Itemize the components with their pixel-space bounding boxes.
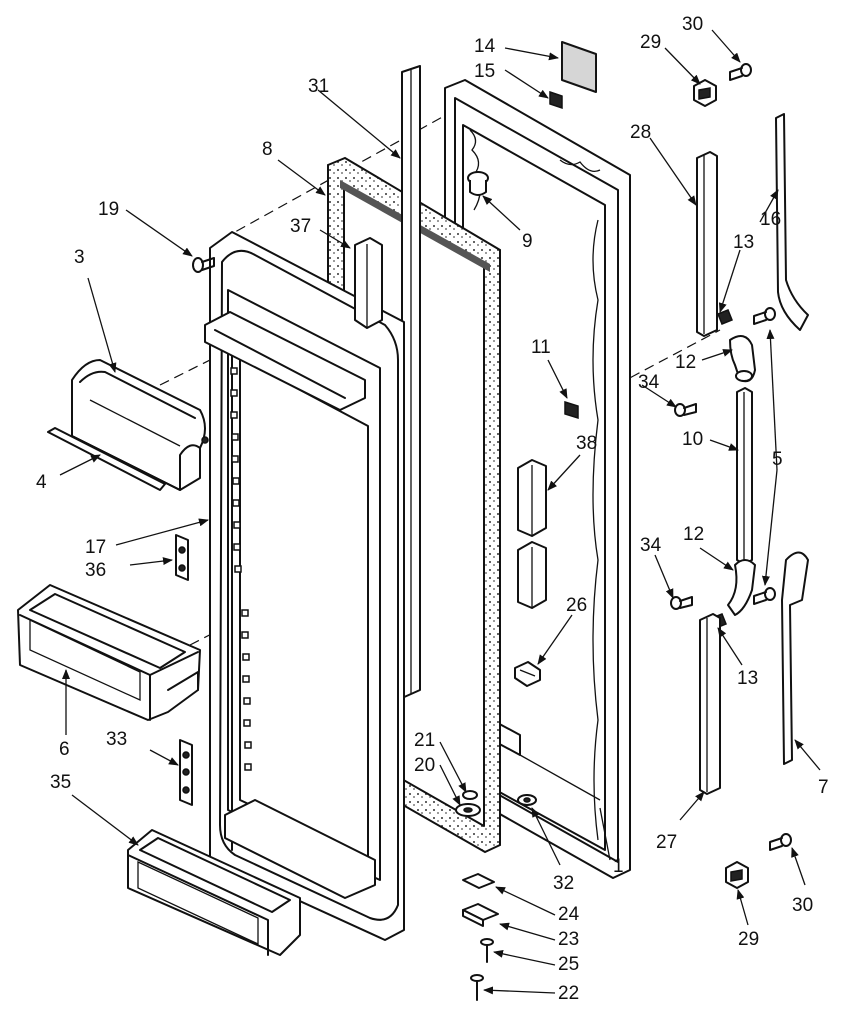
part-25-screw (480, 938, 494, 963)
part-29-bottom-hinge (725, 861, 749, 889)
part-19-screw (192, 257, 215, 273)
liner-bin-holes (230, 367, 252, 771)
callout-35: 35 (50, 772, 71, 793)
part-22-screw (470, 974, 484, 1001)
callout-36: 36 (85, 560, 106, 581)
callout-6: 6 (59, 739, 70, 760)
callout-22: 22 (558, 983, 579, 1004)
part-5-screw-upper (753, 307, 776, 325)
callout-13-lower: 13 (737, 668, 758, 689)
part-4-trim-strip (47, 427, 166, 491)
part-30-top-screw (729, 63, 752, 81)
callout-23: 23 (558, 929, 579, 950)
door-spacer-block (354, 237, 383, 329)
callout-27: 27 (656, 832, 677, 853)
callout-16: 16 (760, 209, 781, 230)
callout-37: 37 (290, 216, 311, 237)
callout-1: 1 (613, 856, 624, 877)
callout-29-top: 29 (640, 32, 661, 53)
callout-20: 20 (414, 755, 435, 776)
part-9-plug (467, 171, 489, 196)
callout-32: 32 (553, 873, 574, 894)
callout-26: 26 (566, 595, 587, 616)
callout-30-top: 30 (682, 14, 703, 35)
callout-25: 25 (558, 954, 579, 975)
callout-leaders (59, 29, 821, 995)
callout-28: 28 (630, 122, 651, 143)
part-13-top-clip (717, 309, 733, 325)
part-34-screw-lower (670, 596, 693, 610)
part-34-screw-upper (674, 403, 697, 417)
callout-8: 8 (262, 139, 273, 160)
part-29-top-hinge (693, 79, 717, 107)
callout-13-upper: 13 (733, 232, 754, 253)
callout-12-lower: 12 (683, 524, 704, 545)
callout-24: 24 (558, 904, 580, 925)
part-24-shim (462, 873, 495, 889)
part-35-small-door-bin (127, 829, 301, 956)
callout-12-upper: 12 (675, 352, 696, 373)
callout-11: 11 (531, 337, 551, 358)
callout-9: 9 (522, 231, 533, 252)
part-32-cap (517, 794, 537, 806)
part-6-door-bin (17, 584, 201, 721)
part-16-handle-trim (775, 113, 809, 331)
callout-5: 5 (772, 449, 783, 470)
part-11-clip (564, 400, 579, 420)
part-21-bushing (462, 790, 478, 800)
callout-15: 15 (474, 61, 495, 82)
callout-17: 17 (85, 537, 106, 558)
part-3-dairy-compartment-door (71, 359, 209, 491)
part-7-lower-handle-trim (781, 551, 809, 765)
inner-door-liner (204, 231, 405, 941)
callout-34-lower: 34 (640, 535, 662, 556)
callout-38: 38 (576, 433, 597, 454)
callout-29-bottom: 29 (738, 929, 759, 950)
callout-3: 3 (74, 247, 85, 268)
part-10-door-handle (736, 387, 753, 565)
part-14-label-plate (561, 41, 597, 93)
part-12-top-handle-cap (729, 335, 756, 383)
part-15-small-label (549, 90, 563, 110)
part-30-bottom-screw (769, 833, 792, 851)
callout-14: 14 (474, 36, 496, 57)
callout-31: 31 (308, 76, 329, 97)
callout-33: 33 (106, 729, 127, 750)
part-12-bottom-handle-cap (727, 559, 756, 616)
part-38-insulation-blocks (517, 459, 547, 609)
part-20-hinge-bushing (455, 803, 481, 817)
callout-19: 19 (98, 199, 119, 220)
callout-21: 21 (414, 730, 435, 751)
callout-labels: 1 3 4 5 6 7 8 9 10 11 12 12 13 13 14 15 … (36, 14, 829, 1004)
callout-7: 7 (818, 777, 829, 798)
part-36-bracket (175, 534, 189, 581)
part-23-hinge-plate (462, 903, 499, 927)
part-28-hinge-bar (696, 151, 718, 337)
part-27-lower-hinge-bar (699, 613, 721, 795)
part-5-screw-lower (753, 587, 776, 605)
callout-34-upper: 34 (638, 372, 660, 393)
callout-4: 4 (36, 472, 47, 493)
part-33-bracket (179, 739, 193, 806)
callout-30-bottom: 30 (792, 895, 813, 916)
part-26-bracket (514, 661, 541, 687)
callout-10: 10 (682, 429, 703, 450)
